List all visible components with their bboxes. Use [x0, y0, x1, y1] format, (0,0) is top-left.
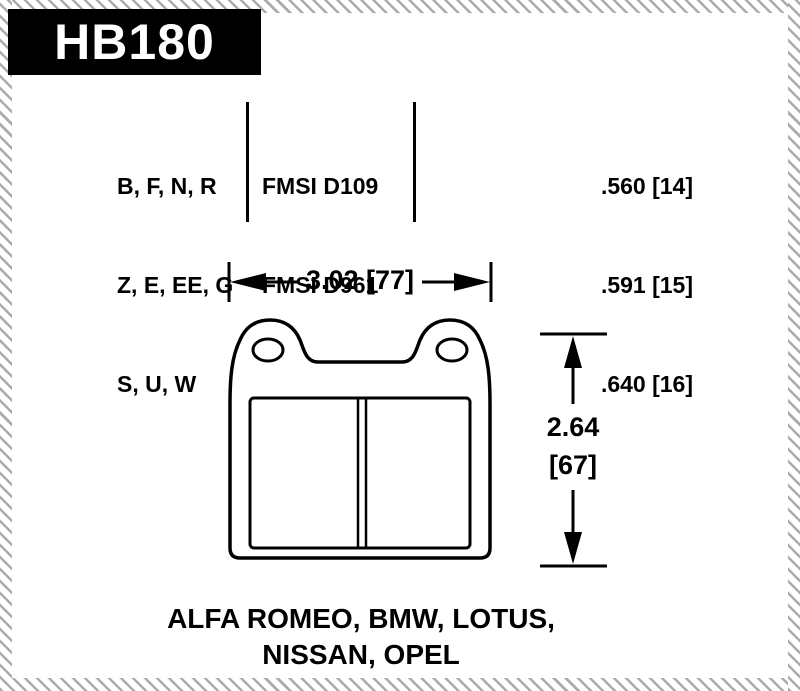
right-ear-hole: [435, 337, 469, 363]
height-millimeters: [67]: [548, 450, 597, 480]
thickness-row: .591 [15]: [600, 272, 693, 298]
height-dimension-label: 2.64 [67]: [528, 408, 618, 484]
height-inches: 2.64: [546, 412, 600, 442]
pad-thickness-column: .560 [14] .591 [15] .640 [16]: [500, 104, 693, 467]
striped-border-right: [788, 0, 800, 691]
friction-material-rect: [248, 396, 472, 550]
pad-backing-plate-outline: [228, 318, 492, 560]
table-divider-1: [246, 102, 249, 222]
brake-pad-drawing: [228, 318, 492, 560]
height-dimension-line: [540, 332, 607, 568]
part-number-box: HB180: [8, 9, 261, 75]
width-dimension-line: [227, 262, 493, 302]
compound-row: B, F, N, R: [117, 173, 217, 199]
left-ear-hole: [251, 337, 285, 363]
striped-border-bottom: [0, 678, 800, 691]
compound-row: S, U, W: [117, 371, 197, 397]
applications-line-2: NISSAN, OPEL: [262, 639, 460, 670]
vehicle-applications: ALFA ROMEO, BMW, LOTUS, NISSAN, OPEL: [0, 601, 722, 673]
width-arrow-left: [230, 273, 266, 291]
fmsi-row: FMSI D109: [262, 173, 379, 199]
table-divider-2: [413, 102, 416, 222]
width-arrow-right: [454, 273, 490, 291]
applications-line-1: ALFA ROMEO, BMW, LOTUS,: [167, 603, 555, 634]
fmsi-column: FMSI D109 FMSI D961: [262, 104, 378, 368]
height-arrow-up: [564, 336, 582, 368]
compound-codes-column: B, F, N, R Z, E, EE, G S, U, W: [117, 104, 233, 467]
thickness-row: .560 [14]: [600, 173, 693, 199]
fmsi-row: FMSI D961: [262, 272, 379, 298]
height-arrow-down: [564, 532, 582, 564]
width-dimension-label: 3.02 [77]: [305, 265, 415, 295]
part-number: HB180: [54, 14, 215, 70]
thickness-row: .640 [16]: [600, 371, 693, 397]
striped-border-left: [0, 0, 12, 691]
